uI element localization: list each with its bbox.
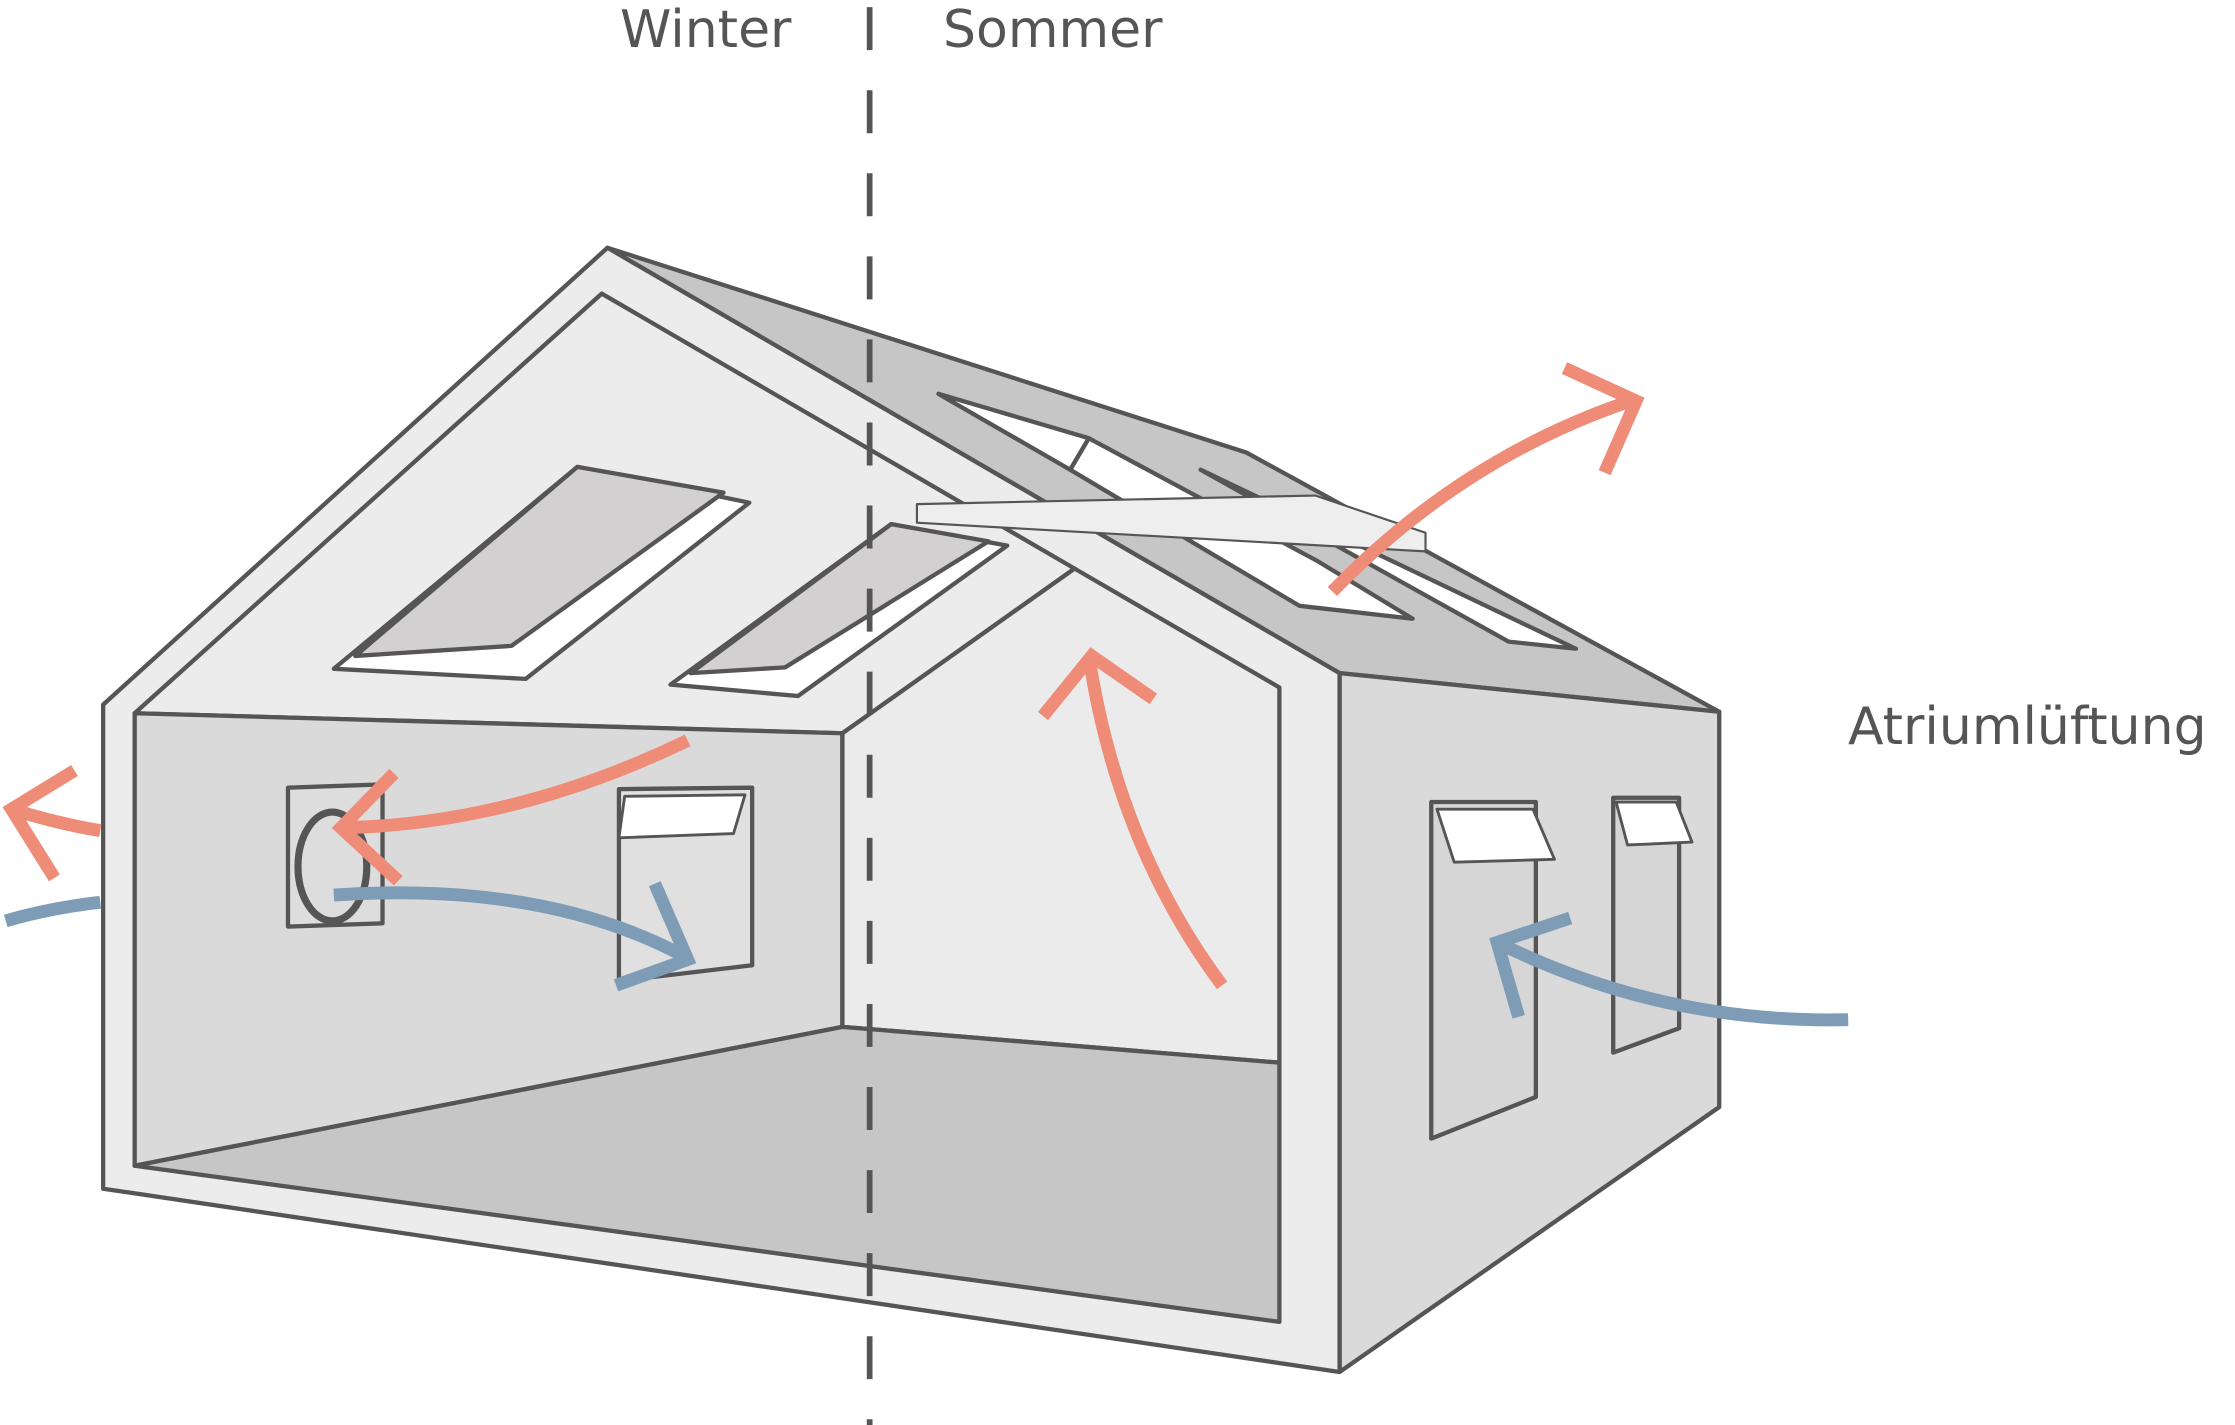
warm-air-arrow-ceiling xyxy=(1037,647,1228,990)
cold-air-arrow-outside xyxy=(3,895,102,928)
warm-air-arrow-vent xyxy=(331,734,691,886)
warm-air-arrow-outside xyxy=(2,765,102,882)
atrium-ventilation-label: Atriumlüftung xyxy=(1848,697,2207,757)
summer-label: Sommer xyxy=(943,0,1163,60)
right-interior-wall xyxy=(840,566,1282,1065)
vent-fan-icon xyxy=(294,808,371,925)
warm-air-arrow-roof xyxy=(1327,362,1645,596)
roof-louver xyxy=(915,494,1427,553)
side-window-1 xyxy=(1429,799,1538,1141)
cold-air-arrow-atrium xyxy=(1489,911,1849,1027)
winter-label: Winter xyxy=(620,0,792,60)
cold-air-arrow-indoor xyxy=(333,881,697,992)
floor xyxy=(132,1024,1282,1325)
